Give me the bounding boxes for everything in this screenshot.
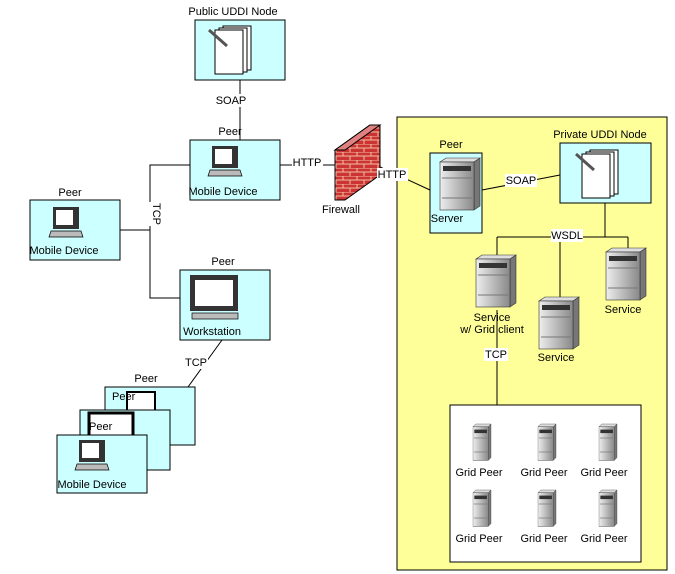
grid-peer-label: Grid Peer	[455, 467, 502, 479]
server-icon	[439, 157, 481, 211]
service-right-icon[interactable]	[605, 247, 647, 301]
soap-private-label: SOAP	[506, 175, 537, 187]
soap-public-label: SOAP	[216, 95, 247, 107]
public-uddi-title: Public UDDI Node	[188, 6, 277, 18]
http-right-label: HTTP	[378, 169, 407, 181]
stack-back-title: Peer	[112, 391, 136, 403]
stack-peer-label: Mobile Device	[57, 479, 126, 491]
top-peer-title: Peer	[218, 126, 242, 138]
service-grid-client-label: Service	[474, 312, 511, 324]
uddi-document-icon	[574, 148, 620, 200]
firewall-icon	[333, 124, 382, 201]
server-label: Server	[431, 213, 464, 225]
grid-peer-label: Grid Peer	[455, 533, 502, 545]
grid-peer-icon[interactable]	[598, 423, 618, 461]
tcp-workstation-label: TCP	[185, 357, 207, 369]
grid-peer-icon[interactable]	[537, 489, 557, 527]
stack-mid-title: Peer	[89, 421, 113, 433]
laptop-icon	[48, 206, 84, 238]
left-peer-title: Peer	[58, 187, 82, 199]
grid-peer-label: Grid Peer	[520, 467, 567, 479]
http-left-label: HTTP	[293, 157, 322, 169]
uddi-document-icon	[207, 24, 253, 76]
service-grid-client-icon[interactable]	[475, 254, 517, 308]
grid-peer-label: Grid Peer	[520, 533, 567, 545]
laptop-icon	[207, 145, 243, 177]
wsdl-label: WSDL	[551, 230, 583, 242]
grid-peer-label: Grid Peer	[580, 467, 627, 479]
stack-peer-title: Peer	[134, 373, 158, 385]
tcp-grid-label: TCP	[485, 349, 507, 361]
grid-peer-icon[interactable]	[598, 489, 618, 527]
service-grid-client-sublabel: w/ Grid client	[459, 324, 524, 336]
workstation-label: Workstation	[183, 326, 241, 338]
workstation-icon	[190, 275, 239, 320]
service-mid-icon[interactable]	[538, 296, 580, 350]
service-mid-label: Service	[538, 352, 575, 364]
grid-peer-icon[interactable]	[472, 423, 492, 461]
left-peer-label: Mobile Device	[29, 245, 98, 257]
server-peer-title: Peer	[439, 139, 463, 151]
top-peer-label: Mobile Device	[188, 186, 257, 198]
tcp-left-label: TCP	[150, 203, 162, 225]
grid-peer-label: Grid Peer	[580, 533, 627, 545]
service-right-label: Service	[605, 304, 642, 316]
workstation-peer-title: Peer	[211, 256, 235, 268]
firewall-label: Firewall	[322, 204, 360, 216]
grid-peer-icon[interactable]	[472, 489, 492, 527]
private-uddi-title: Private UDDI Node	[553, 129, 647, 141]
laptop-icon	[74, 439, 110, 471]
grid-peer-icon[interactable]	[537, 423, 557, 461]
